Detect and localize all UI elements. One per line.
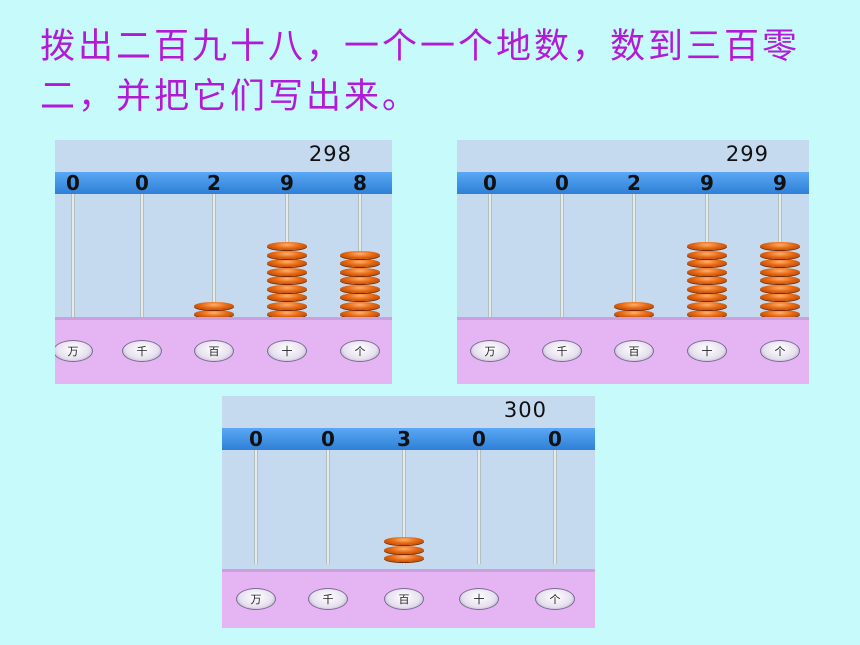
abacus-bead[interactable] <box>267 242 307 250</box>
abacus-bead[interactable] <box>760 276 800 284</box>
digit: 9 <box>280 171 294 195</box>
digit: 0 <box>66 171 80 195</box>
place-button[interactable]: 十 <box>687 340 727 362</box>
abacus-bead[interactable] <box>267 267 307 276</box>
digit: 0 <box>483 171 497 195</box>
abacus-rod[interactable] <box>632 194 636 320</box>
abacus-bead[interactable] <box>194 310 234 318</box>
abacus-bead[interactable] <box>687 301 727 310</box>
abacus-bead[interactable] <box>687 310 727 318</box>
abacus-bead[interactable] <box>267 259 307 267</box>
place-button[interactable]: 百 <box>194 340 234 362</box>
place-button[interactable]: 千 <box>542 340 582 362</box>
place-button[interactable]: 万 <box>55 340 93 362</box>
place-button[interactable]: 万 <box>470 340 510 362</box>
digit: 8 <box>353 171 367 195</box>
place-button[interactable]: 万 <box>236 588 276 610</box>
abacus-bead[interactable] <box>267 276 307 284</box>
digit: 0 <box>555 171 569 195</box>
digit: 0 <box>472 427 486 451</box>
abacus-bead[interactable] <box>614 310 654 318</box>
digit: 0 <box>135 171 149 195</box>
abacus-bead[interactable] <box>687 242 727 250</box>
place-button[interactable]: 百 <box>384 588 424 610</box>
digit: 9 <box>773 171 787 195</box>
place-button[interactable]: 千 <box>308 588 348 610</box>
abacus-bead[interactable] <box>340 267 380 276</box>
digit: 9 <box>700 171 714 195</box>
place-button[interactable]: 十 <box>267 340 307 362</box>
digit: 2 <box>207 171 221 195</box>
place-button[interactable]: 个 <box>340 340 380 362</box>
abacus-bead[interactable] <box>384 537 424 545</box>
abacus-bead[interactable] <box>267 284 307 293</box>
abacus-bead[interactable] <box>340 250 380 259</box>
abacus-total: 300 <box>503 398 547 422</box>
abacus-bead[interactable] <box>194 301 234 310</box>
abacus-bead[interactable] <box>267 250 307 259</box>
abacus-1: 298 0 0 2 9 8 万 千 百 十 个 <box>55 140 392 384</box>
abacus-bead[interactable] <box>340 259 380 267</box>
abacus-bead[interactable] <box>760 310 800 318</box>
abacus-bead[interactable] <box>267 301 307 310</box>
abacus-bead[interactable] <box>687 259 727 267</box>
abacus-bead[interactable] <box>340 276 380 284</box>
digit: 0 <box>249 427 263 451</box>
abacus-3: 300 0 0 3 0 0 万 千 百 十 个 <box>222 396 595 628</box>
abacus-total: 298 <box>308 142 352 166</box>
abacus-bead[interactable] <box>267 293 307 301</box>
abacus-rod[interactable] <box>488 194 492 320</box>
digit: 0 <box>548 427 562 451</box>
bead-field <box>222 450 595 564</box>
exercise-title: 拨出二百九十八，一个一个地数，数到三百零二，并把它们写出来。 <box>40 27 801 117</box>
abacus-bead[interactable] <box>340 284 380 293</box>
abacus-bead[interactable] <box>760 267 800 276</box>
place-button[interactable]: 个 <box>760 340 800 362</box>
abacus-bead[interactable] <box>614 301 654 310</box>
abacus-bead[interactable] <box>340 293 380 301</box>
abacus-rod[interactable] <box>140 194 144 320</box>
digit: 2 <box>627 171 641 195</box>
abacus-rod[interactable] <box>326 450 330 564</box>
place-button[interactable]: 十 <box>459 588 499 610</box>
abacus-bead[interactable] <box>340 301 380 310</box>
abacus-bead[interactable] <box>760 293 800 301</box>
abacus-rod[interactable] <box>212 194 216 320</box>
abacus-bead[interactable] <box>687 250 727 259</box>
abacus-rod[interactable] <box>402 450 406 564</box>
abacus-total: 299 <box>725 142 769 166</box>
abacus-rod[interactable] <box>254 450 258 564</box>
abacus-rod[interactable] <box>553 450 557 564</box>
abacus-bead[interactable] <box>760 284 800 293</box>
abacus-rod[interactable] <box>71 194 75 320</box>
digit: 3 <box>397 427 411 451</box>
bead-field <box>55 194 392 320</box>
abacus-bead[interactable] <box>760 259 800 267</box>
abacus-rod[interactable] <box>477 450 481 564</box>
abacus-bead[interactable] <box>687 276 727 284</box>
place-button[interactable]: 个 <box>535 588 575 610</box>
digit: 0 <box>321 427 335 451</box>
bead-field <box>457 194 809 320</box>
abacus-2: 299 0 0 2 9 9 万 千 百 十 个 <box>457 140 809 384</box>
place-button[interactable]: 千 <box>122 340 162 362</box>
abacus-bead[interactable] <box>760 301 800 310</box>
abacus-bead[interactable] <box>687 284 727 293</box>
abacus-bead[interactable] <box>340 310 380 318</box>
abacus-bead[interactable] <box>760 242 800 250</box>
place-button[interactable]: 百 <box>614 340 654 362</box>
abacus-bead[interactable] <box>760 250 800 259</box>
abacus-bead[interactable] <box>384 554 424 562</box>
abacus-bead[interactable] <box>384 545 424 554</box>
abacus-bead[interactable] <box>687 267 727 276</box>
abacus-bead[interactable] <box>267 310 307 318</box>
abacus-bead[interactable] <box>687 293 727 301</box>
abacus-rod[interactable] <box>560 194 564 320</box>
